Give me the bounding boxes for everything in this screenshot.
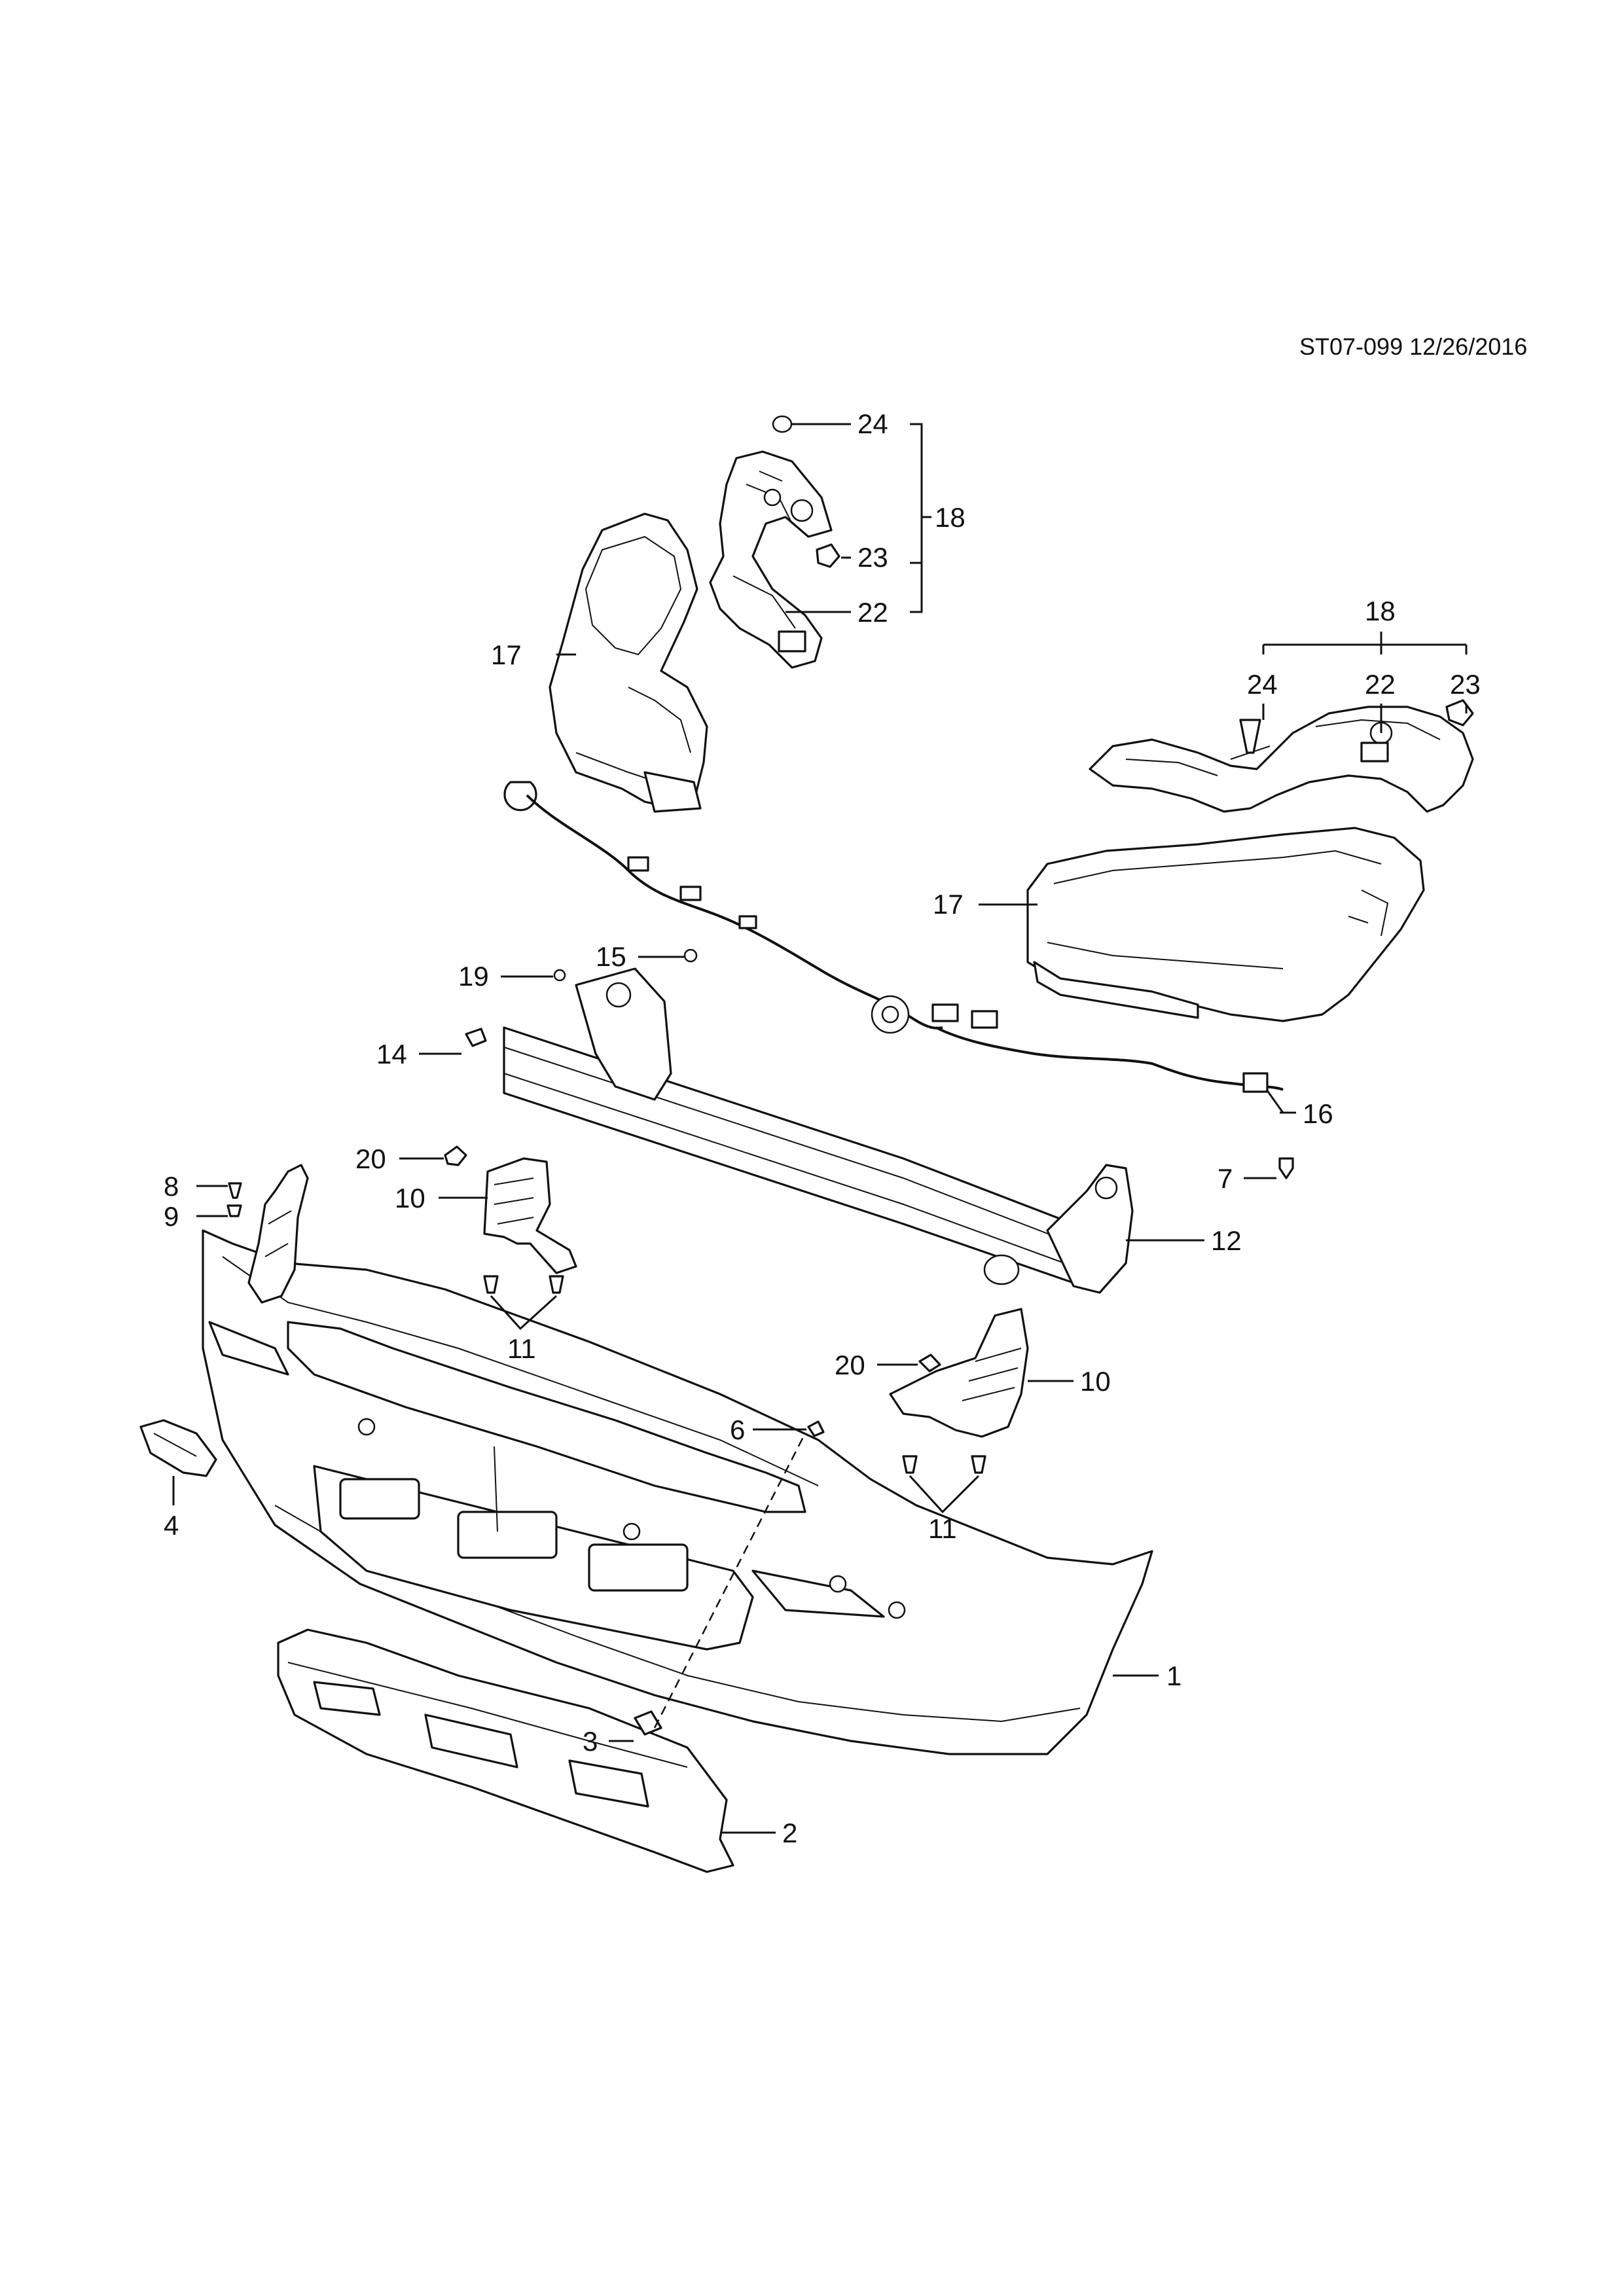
label-22-upper: 22: [857, 597, 888, 628]
label-11-left: 11: [507, 1333, 536, 1364]
mounting-bracket-left-icon: [483, 1157, 577, 1274]
reference-labels: 24 18 23 22 17 18 24 22 23 17 15 19 14 1…: [164, 408, 1481, 1848]
label-23-upper: 23: [857, 542, 888, 573]
energy-absorber-left-icon: [549, 512, 708, 813]
wiring-harness-icon: [503, 781, 1284, 1093]
bracket-assembly-right-icon: [1089, 699, 1474, 813]
label-4: 4: [164, 1510, 179, 1541]
label-8: 8: [164, 1171, 179, 1202]
label-7: 7: [1218, 1163, 1233, 1194]
label-18-upper: 18: [935, 502, 965, 533]
label-23-right: 23: [1450, 669, 1481, 700]
label-17-right: 17: [933, 889, 964, 920]
label-19: 19: [458, 961, 489, 992]
fastener-group-icon: [226, 948, 1294, 1736]
label-14: 14: [376, 1039, 407, 1069]
label-12: 12: [1211, 1225, 1242, 1256]
label-2: 2: [782, 1818, 797, 1848]
label-24-upper: 24: [857, 408, 888, 439]
label-22-right: 22: [1365, 669, 1396, 700]
reflector-icon: [139, 1419, 217, 1477]
document-id: ST07-099 12/26/2016: [1299, 333, 1527, 360]
side-mount-icon: [247, 1164, 309, 1304]
label-20-left: 20: [355, 1143, 386, 1174]
label-6: 6: [730, 1414, 745, 1445]
impact-beam-icon: [503, 967, 1134, 1294]
label-10-left: 10: [395, 1183, 425, 1213]
bracket-assembly-left-icon: [709, 415, 840, 669]
label-10-right: 10: [1080, 1366, 1111, 1397]
label-24-right: 24: [1247, 669, 1278, 700]
label-1: 1: [1166, 1660, 1182, 1691]
label-3: 3: [583, 1726, 598, 1757]
label-20-right: 20: [835, 1350, 865, 1380]
label-18-right: 18: [1365, 596, 1396, 626]
label-15: 15: [596, 941, 626, 972]
leader-lines: [172, 423, 1468, 1834]
label-16: 16: [1303, 1098, 1333, 1129]
lower-valance-icon: [277, 1628, 734, 1873]
energy-absorber-right-icon: [1026, 827, 1425, 1022]
label-9: 9: [164, 1201, 179, 1232]
label-11-right: 11: [928, 1513, 957, 1544]
mounting-bracket-right-icon: [889, 1308, 1029, 1438]
label-17-upper: 17: [491, 639, 522, 670]
rear-bumper-fascia-icon: [202, 1229, 1153, 1755]
